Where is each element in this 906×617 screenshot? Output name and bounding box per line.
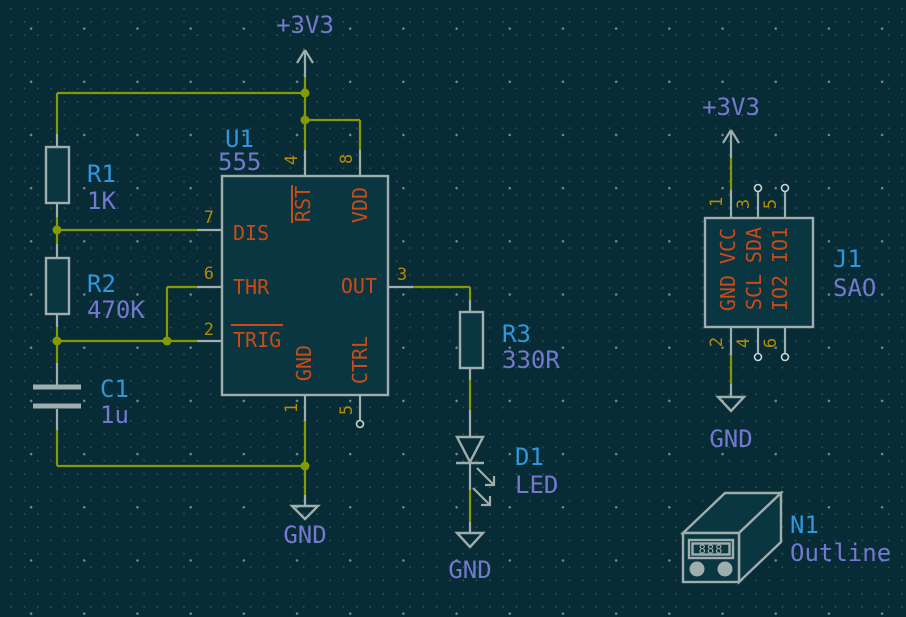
- junction[interactable]: [300, 461, 310, 471]
- power-label: +3V3: [276, 11, 334, 39]
- pin-name-sda: SDA: [742, 227, 766, 263]
- gnd-label: GND: [283, 521, 326, 549]
- pin-number-1: 1: [707, 197, 727, 207]
- pin-name-vcc: VCC: [716, 228, 740, 264]
- reference-u1[interactable]: U1: [225, 125, 254, 153]
- reference-d1[interactable]: D1: [515, 443, 544, 471]
- gnd-label: GND: [448, 556, 491, 584]
- pin-name-dis: DIS: [233, 221, 269, 245]
- knob-icon: [717, 561, 733, 577]
- symbol-r3[interactable]: R3 330R: [458, 300, 560, 380]
- connector-body[interactable]: [703, 216, 815, 329]
- led-emission-arrows-icon: [472, 467, 496, 507]
- pin-name-io2: IO2: [768, 275, 792, 311]
- pin-number-6: 6: [204, 264, 214, 284]
- power-symbol-3v3-left[interactable]: +3V3: [276, 11, 334, 77]
- pin-number-3: 3: [734, 199, 754, 209]
- value-r1[interactable]: 1K: [87, 187, 116, 215]
- connector-pins: [729, 183, 790, 362]
- junction[interactable]: [300, 88, 310, 98]
- pin-number-8: 8: [337, 154, 357, 164]
- ic-pins: [197, 150, 413, 429]
- symbol-r1[interactable]: R1 1K: [44, 134, 116, 217]
- display-digits: 888: [699, 543, 724, 557]
- gnd-symbol-middle[interactable]: GND: [448, 522, 492, 584]
- junction[interactable]: [162, 336, 172, 346]
- pin-number-2: 2: [204, 320, 214, 340]
- junction[interactable]: [52, 225, 62, 235]
- reference-c1[interactable]: C1: [100, 375, 129, 403]
- reference-n1[interactable]: N1: [790, 511, 819, 539]
- gnd-label: GND: [709, 425, 752, 453]
- pin-name-gnd: GND: [716, 275, 740, 311]
- pin-name-vdd: VDD: [348, 187, 372, 223]
- pin-number-6: 6: [761, 338, 781, 348]
- value-r3[interactable]: 330R: [502, 346, 560, 374]
- unconnected-pin-icon: [753, 183, 763, 193]
- reference-r3[interactable]: R3: [502, 320, 531, 348]
- junction-dots[interactable]: [52, 88, 310, 471]
- value-c1[interactable]: 1u: [100, 401, 129, 429]
- symbol-n1-outline[interactable]: 888 N1 Outline: [680, 490, 891, 585]
- resistor-body[interactable]: [458, 310, 485, 370]
- reference-j1[interactable]: J1: [833, 245, 862, 273]
- reference-r2[interactable]: R2: [87, 270, 116, 298]
- pin-name-gnd: GND: [292, 345, 316, 381]
- power-symbol-3v3-right[interactable]: +3V3: [702, 93, 760, 158]
- pin-name-ctrl: CTRL: [348, 336, 372, 384]
- pin-number-4: 4: [282, 155, 302, 165]
- unconnected-pin-icon: [780, 352, 790, 362]
- resistor-body[interactable]: [44, 256, 71, 316]
- display-bezel: [687, 538, 735, 560]
- pin-number-3: 3: [397, 265, 407, 285]
- symbol-c1[interactable]: C1 1u: [33, 363, 129, 430]
- gnd-symbol-left[interactable]: GND: [283, 495, 327, 549]
- pin-number-7: 7: [204, 208, 214, 228]
- wires[interactable]: [55, 77, 733, 522]
- pin-number-4: 4: [734, 338, 754, 348]
- knob-icon: [689, 561, 705, 577]
- pin-number-5: 5: [337, 405, 357, 415]
- pin-number-5: 5: [761, 199, 781, 209]
- gnd-triangle-icon: [289, 504, 321, 521]
- pin-number-2: 2: [707, 337, 727, 347]
- junction[interactable]: [52, 336, 62, 346]
- value-r2[interactable]: 470K: [87, 296, 145, 324]
- power-arrow-icon: [722, 129, 740, 158]
- gnd-triangle-icon: [454, 531, 486, 549]
- pin-name-rst: RST: [291, 186, 315, 222]
- junction[interactable]: [300, 115, 310, 125]
- value-555[interactable]: 555: [218, 148, 261, 176]
- symbol-j1-sao[interactable]: VCC GND SDA SCL IO1 IO2 1 3 5 2 4 6 J1 S…: [703, 183, 876, 362]
- pin-name-trig: TRIG: [233, 328, 281, 352]
- value-j1[interactable]: SAO: [833, 274, 876, 302]
- reference-r1[interactable]: R1: [87, 160, 116, 188]
- gnd-symbol-right[interactable]: GND: [709, 384, 753, 453]
- pin-name-out: OUT: [341, 274, 377, 298]
- symbol-u1-555[interactable]: DIS THR TRIG OUT RST VDD GND CTRL 7 6 2 …: [197, 125, 413, 429]
- pin-name-io1: IO1: [768, 227, 792, 263]
- power-arrow-icon: [296, 49, 314, 77]
- pin-name-scl: SCL: [742, 274, 766, 310]
- led-triangle-icon[interactable]: [455, 435, 485, 465]
- value-d1[interactable]: LED: [515, 471, 558, 499]
- value-n1[interactable]: Outline: [790, 539, 891, 567]
- pin-name-thr: THR: [233, 275, 270, 299]
- unconnected-pin-icon: [780, 183, 790, 193]
- power-label: +3V3: [702, 93, 760, 121]
- symbol-r2[interactable]: R2 470K: [44, 244, 145, 327]
- pin-number-1: 1: [282, 403, 302, 413]
- display-window: [691, 542, 731, 556]
- resistor-body[interactable]: [44, 145, 71, 205]
- unconnected-pin-icon: [753, 352, 763, 362]
- unconnected-pin-icon: [355, 419, 365, 429]
- gnd-triangle-icon: [715, 395, 747, 413]
- symbol-d1-led[interactable]: D1 LED: [455, 410, 558, 507]
